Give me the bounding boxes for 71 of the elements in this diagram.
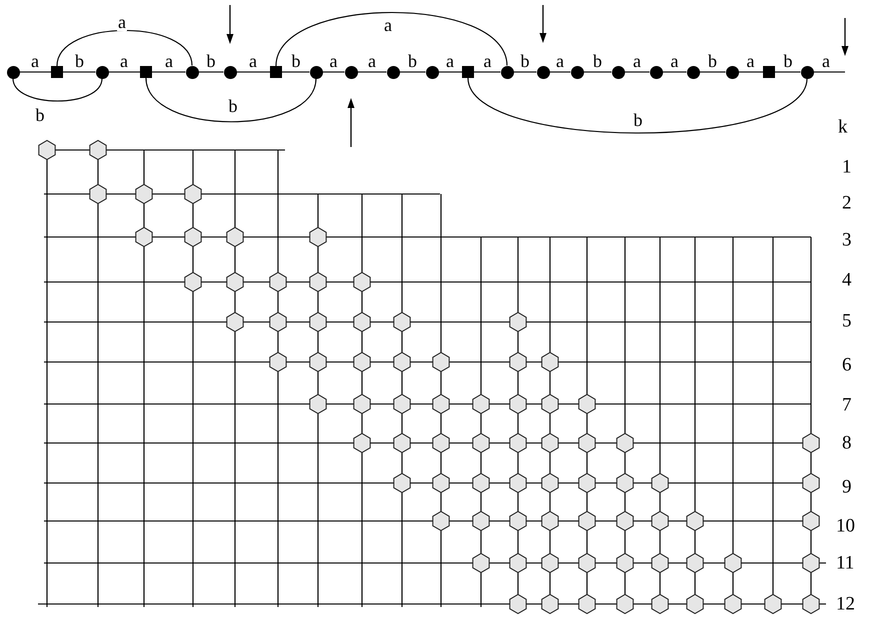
edge-line	[63, 71, 96, 73]
edge-label: b	[206, 52, 216, 70]
state-square	[763, 66, 775, 78]
state-dot	[800, 66, 814, 78]
edge-line	[282, 71, 310, 73]
edge-line	[400, 71, 426, 73]
state-dot	[536, 66, 550, 78]
row-label: 4	[842, 270, 852, 290]
state-dot	[310, 66, 322, 78]
state-square	[270, 66, 282, 78]
row-label: 2	[842, 194, 852, 212]
state-square	[462, 66, 474, 78]
edge-line	[322, 71, 344, 73]
row-label: 7	[842, 396, 852, 414]
edge-line	[438, 71, 462, 73]
edge-line	[550, 71, 570, 73]
arc-edge	[56, 30, 193, 66]
arc-edge	[467, 78, 808, 134]
edge-label: b	[74, 52, 85, 70]
edge-line	[662, 71, 686, 73]
state-dot	[726, 66, 738, 78]
state-dot	[386, 66, 400, 78]
edge-label: b	[632, 111, 644, 129]
edge-line	[236, 71, 270, 73]
state-dot	[186, 66, 198, 78]
edge-label: b	[34, 106, 46, 124]
edge-label: b	[228, 97, 238, 115]
row-label: 5	[842, 312, 852, 330]
edge-line	[514, 71, 536, 73]
state-dot	[650, 66, 662, 78]
edge-label: b	[782, 52, 794, 70]
edge-line	[814, 71, 845, 73]
edge-line	[738, 71, 763, 73]
edge-label: b	[290, 52, 302, 70]
edge-line	[584, 71, 612, 73]
edge-line	[108, 71, 140, 73]
edge-label: b	[407, 52, 418, 70]
arc-edge	[12, 78, 103, 102]
state-square	[51, 66, 63, 78]
state-dot	[96, 66, 108, 78]
row-label: 10	[836, 516, 855, 536]
row-label: 8	[842, 434, 852, 452]
edge-label: b	[592, 52, 603, 70]
state-dot	[612, 66, 624, 78]
edge-line	[152, 71, 186, 73]
row-label: 11	[836, 554, 854, 572]
edge-line	[775, 71, 800, 73]
edge-line	[198, 71, 224, 73]
edge-line	[20, 71, 51, 73]
state-dot	[224, 66, 236, 78]
edge-line	[700, 71, 726, 73]
state-square	[140, 66, 152, 78]
row-label: 12	[836, 594, 855, 614]
edge-line	[624, 71, 650, 73]
row-label: k	[838, 118, 848, 136]
edge-line	[474, 71, 500, 73]
state-dot	[426, 66, 438, 78]
row-label: 6	[842, 356, 852, 374]
edge-line	[358, 71, 386, 73]
row-label: 1	[842, 158, 852, 176]
row-label: 3	[842, 230, 852, 250]
edge-label: b	[707, 52, 718, 70]
state-dot	[570, 66, 584, 78]
state-dot	[344, 66, 358, 78]
row-label: 9	[842, 478, 852, 496]
state-dot	[686, 66, 700, 78]
state-dot	[500, 66, 514, 78]
arc-edge	[145, 78, 317, 122]
edge-label: b	[520, 52, 530, 70]
state-dot	[6, 66, 20, 78]
arc-edge	[275, 12, 508, 66]
